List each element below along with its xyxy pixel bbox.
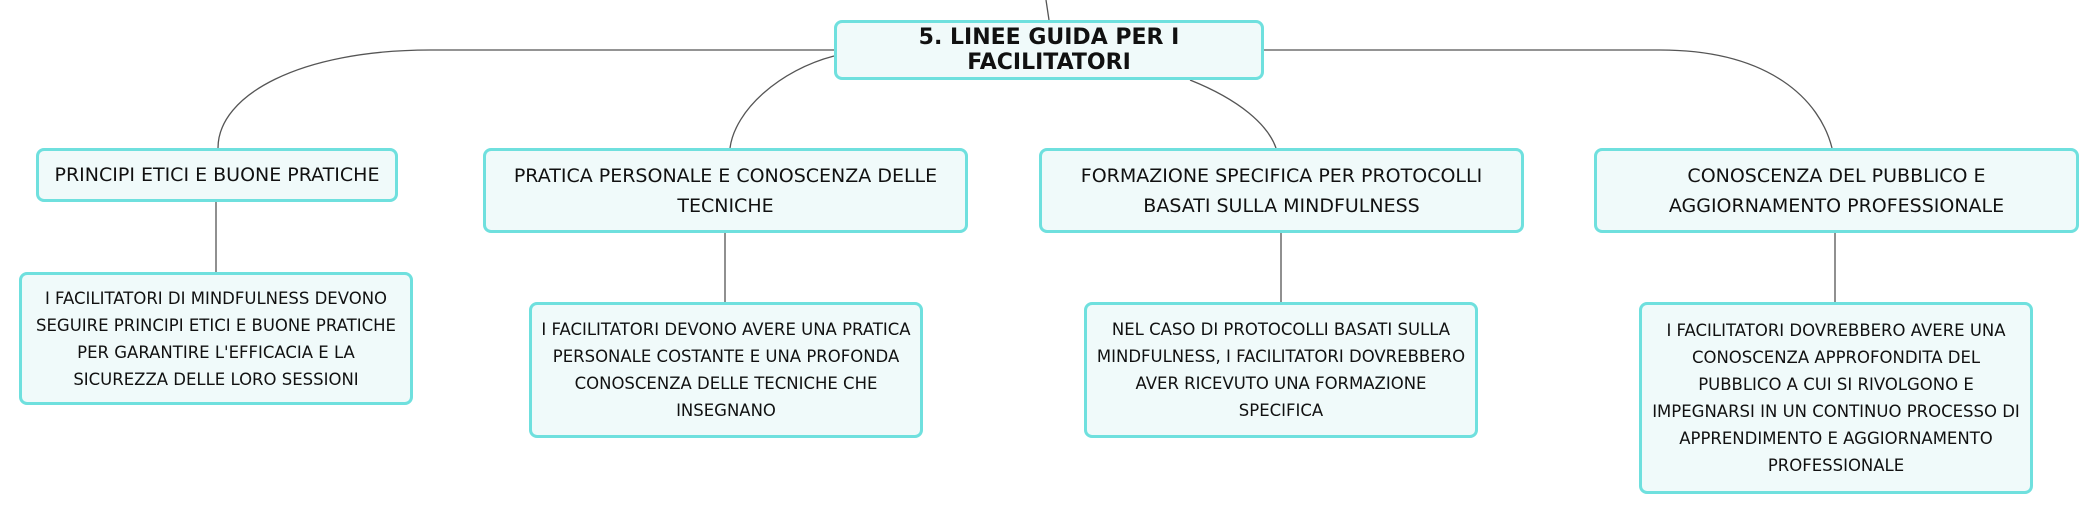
detail-topic-text: NEL CASO DI PROTOCOLLI BASATI SULLA MIND… [1096,320,1466,420]
detail-topic-pubblico[interactable]: I FACILITATORI DOVREBBERO AVERE UNA CONO… [1639,302,2033,494]
connector-root-to-branch-1 [217,49,834,149]
detail-topic-text: I FACILITATORI DI MINDFULNESS DEVONO SEG… [36,288,396,389]
branch-topic-label: CONOSCENZA DEL PUBBLICO E AGGIORNAMENTO … [1668,164,2005,217]
detail-topic-etici[interactable]: I FACILITATORI DI MINDFULNESS DEVONO SEG… [19,272,413,405]
branch-topic-label: PRATICA PERSONALE E CONOSCENZA DELLE TEC… [513,164,938,217]
detail-topic-formazione[interactable]: NEL CASO DI PROTOCOLLI BASATI SULLA MIND… [1084,302,1478,438]
branch-topic-label: PRINCIPI ETICI E BUONE PRATICHE [54,164,380,186]
root-topic[interactable]: 5. LINEE GUIDA PER I FACILITATORI [834,20,1264,80]
detail-topic-pratica[interactable]: I FACILITATORI DEVONO AVERE UNA PRATICA … [529,302,923,438]
connector-parent-stub [1045,0,1050,21]
connector-root-to-branch-4 [1264,49,1833,149]
branch-topic-pubblico[interactable]: CONOSCENZA DEL PUBBLICO E AGGIORNAMENTO … [1594,148,2079,233]
branch-topic-etici[interactable]: PRINCIPI ETICI E BUONE PRATICHE [36,148,398,202]
connector-root-to-branch-2 [729,55,835,149]
branch-topic-pratica[interactable]: PRATICA PERSONALE E CONOSCENZA DELLE TEC… [483,148,968,233]
root-topic-label: 5. LINEE GUIDA PER I FACILITATORI [918,25,1180,75]
branch-topic-label: FORMAZIONE SPECIFICA PER PROTOCOLLI BASA… [1080,164,1483,217]
branch-topic-formazione[interactable]: FORMAZIONE SPECIFICA PER PROTOCOLLI BASA… [1039,148,1524,233]
detail-topic-text: I FACILITATORI DOVREBBERO AVERE UNA CONO… [1652,321,2020,475]
detail-topic-text: I FACILITATORI DEVONO AVERE UNA PRATICA … [541,320,911,420]
connector-root-to-branch-3 [1189,79,1277,149]
